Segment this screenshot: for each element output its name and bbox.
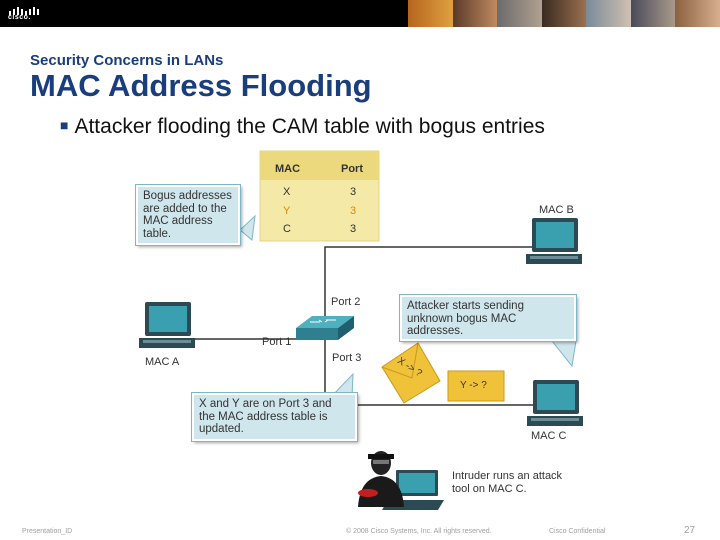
intruder-icon [358, 451, 404, 507]
switch-icon [296, 316, 354, 340]
callout-bogus-addresses: Bogus addresses are added to the MAC add… [136, 185, 240, 245]
bullet-item: ■ Attacker flooding the CAM table with bo… [60, 115, 545, 139]
header-photo [541, 0, 587, 27]
header-photo [408, 0, 453, 27]
header-photo [452, 0, 498, 27]
logo-text: cisco. [8, 14, 31, 21]
callout-attacker-sending: Attacker starts sending unknown bogus MA… [400, 295, 576, 341]
header-photo-strip [408, 0, 720, 27]
slide-subtitle: Security Concerns in LANs [30, 52, 224, 69]
cisco-bridge-icon [9, 7, 39, 15]
computer-icon [527, 380, 583, 426]
callout-tail-bogus [239, 214, 256, 241]
header-photo [497, 0, 542, 27]
footer-presentation-id: Presentation_ID [22, 528, 73, 535]
table-cell-mac-highlight: Y [283, 205, 291, 217]
table-header-port: Port [341, 163, 363, 175]
page-number: 27 [684, 525, 696, 536]
header-bar: cisco. [0, 0, 720, 27]
label-intruder: Intruder runs an attack tool on MAC C. [452, 470, 563, 495]
bullet-text: Attacker flooding the CAM table with bog… [74, 115, 545, 138]
label-port-3: Port 3 [332, 352, 362, 364]
table-cell-port-highlight: 3 [350, 205, 357, 217]
header-photo [586, 0, 631, 27]
label-mac-b: MAC B [539, 204, 574, 216]
label-mac-a: MAC A [145, 356, 180, 368]
cisco-logo: cisco. [8, 4, 42, 24]
header-photo [630, 0, 676, 27]
table-header-mac: MAC [275, 163, 301, 175]
label-port-1: Port 1 [262, 336, 292, 348]
table-cell-port: 3 [350, 223, 357, 235]
label-port-2: Port 2 [331, 296, 361, 308]
table-cell-mac: C [283, 223, 291, 235]
computer-icon [526, 218, 582, 264]
bogus-frame-box [447, 370, 505, 402]
callout-tail-attacker [550, 340, 577, 368]
computer-icon [139, 302, 195, 348]
label-mac-c: MAC C [531, 430, 567, 442]
mac-table-header-bg [260, 151, 379, 180]
table-cell-port: 3 [350, 186, 357, 198]
label-frame-y: Y -> ? [460, 380, 487, 391]
footer-confidential: Cisco Confidential [549, 528, 606, 535]
link-mac-b [324, 246, 540, 318]
table-cell-mac: X [283, 186, 291, 198]
slide-title: MAC Address Flooding [30, 68, 372, 103]
bullet-square-icon: ■ [60, 117, 69, 133]
callout-port3-update: X and Y are on Port 3 and the MAC addres… [192, 393, 357, 441]
header-photo [675, 0, 720, 27]
bogus-frame-envelope [381, 342, 441, 404]
footer-copyright: © 2008 Cisco Systems, Inc. All rights re… [346, 528, 492, 535]
